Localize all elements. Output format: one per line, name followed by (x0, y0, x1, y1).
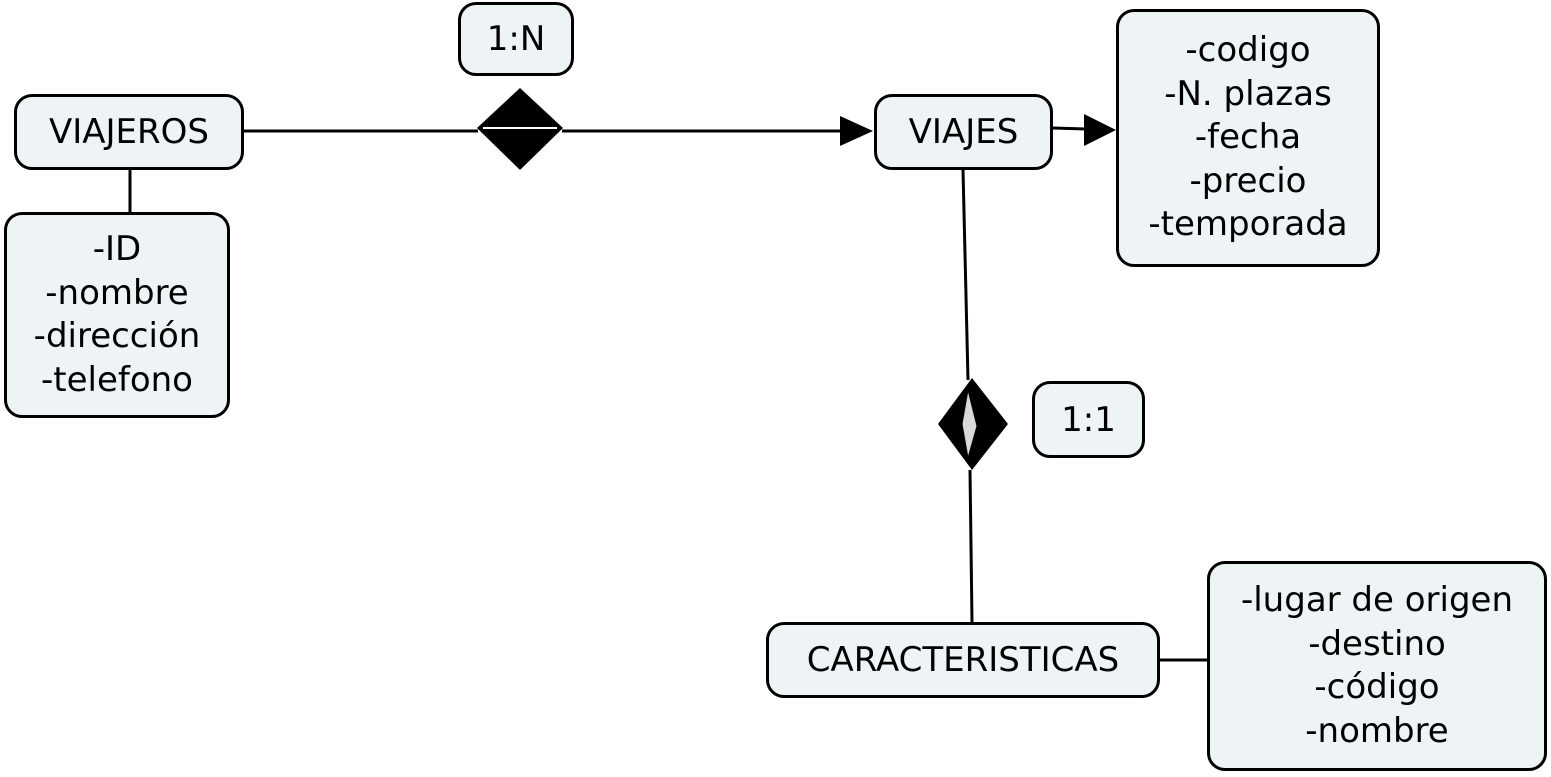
entity-viajeros: VIAJEROS (14, 94, 244, 170)
entity-viajes: VIAJES (874, 94, 1053, 170)
viajes-attributes-arrowhead (1084, 114, 1116, 146)
caracteristicas-attribute: -código (1314, 667, 1440, 707)
viajes-attribute: -temporada (1148, 204, 1348, 245)
viajes-attribute: -precio (1189, 160, 1307, 201)
caracteristicas-attribute: -nombre (1305, 710, 1449, 751)
caracteristicas-attribute: -destino (1308, 623, 1446, 664)
viajeros-attributes: -ID -nombre -dirección -telefono (4, 212, 230, 418)
viajeros-attribute: -nombre (45, 272, 189, 313)
relationship-label-1n-text: 1:N (486, 19, 546, 59)
viajes-attributes-link (1052, 126, 1087, 131)
viajes-attribute: -codigo (1185, 30, 1311, 71)
relationship-label-1n: 1:N (458, 2, 574, 76)
relationship-label-11: 1:1 (1032, 381, 1145, 458)
entity-caracteristicas-label: CARACTERISTICAS (806, 640, 1120, 680)
viajes-attributes: -codigo -N. plazas -fecha -precio -tempo… (1116, 9, 1380, 267)
caracteristicas-attributes: -lugar de origen -destino -código -nombr… (1207, 561, 1547, 771)
viajes-attribute: -N. plazas (1164, 73, 1332, 114)
viajeros-attribute: -telefono (40, 359, 193, 400)
entity-viajes-label: VIAJES (908, 112, 1019, 152)
entity-caracteristicas: CARACTERISTICAS (766, 622, 1160, 698)
entity-viajeros-label: VIAJEROS (48, 112, 210, 152)
viajes-attribute: -fecha (1194, 117, 1302, 158)
relationship-caracteristicas-link (968, 469, 974, 623)
viajes-arrowhead (840, 116, 873, 146)
viajeros-attribute: -dirección (33, 316, 201, 356)
relationship-diamond-11-mark (961, 389, 978, 459)
viajes-relationship-link (961, 169, 970, 381)
relationship-label-11-text: 1:1 (1061, 399, 1116, 440)
viajeros-attribute: -ID (92, 229, 142, 269)
caracteristicas-attribute: -lugar de origen (1240, 580, 1514, 620)
